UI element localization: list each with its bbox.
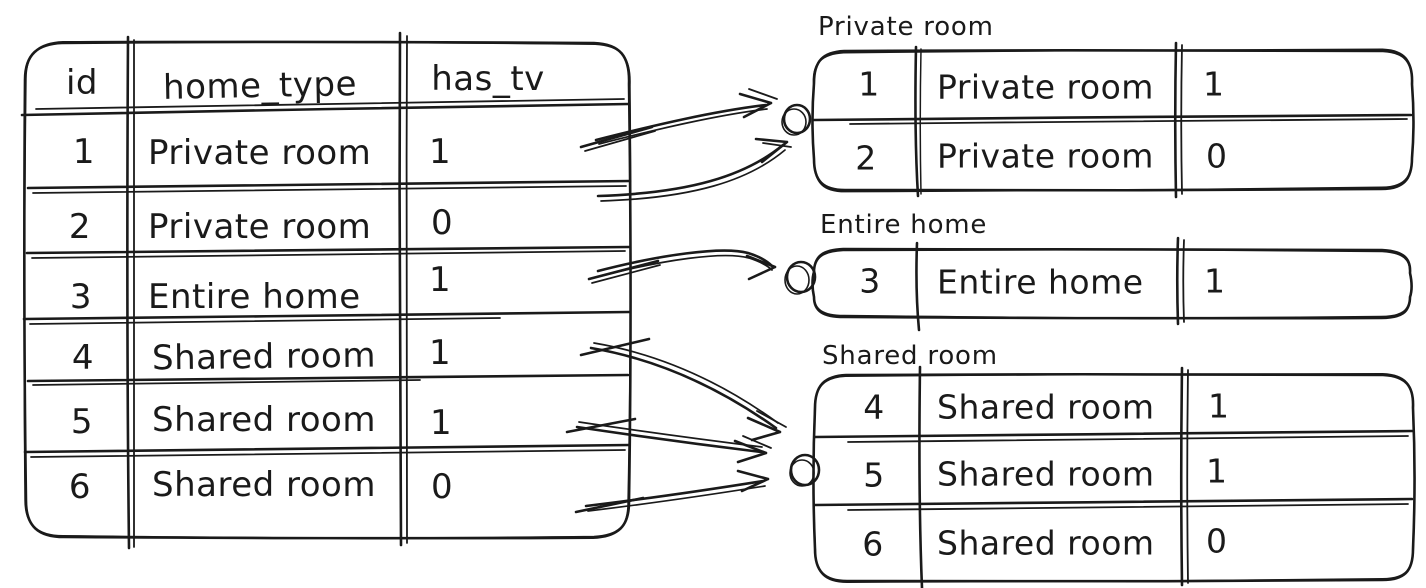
private-group-connector-circle (781, 103, 812, 136)
shared-group-row1-home-type: Shared room (937, 387, 1155, 427)
source-row6-home-type: Shared room (152, 465, 376, 505)
private-group-row1-home-type: Private room (937, 67, 1154, 107)
source-row6-has-tv: 0 (431, 467, 454, 507)
private-group-row1-id: 1 (858, 64, 880, 104)
source-row3-has-tv: 1 (429, 260, 452, 300)
entire-group-row1-has-tv: 1 (1204, 261, 1226, 301)
entire-group-label: Entire home (820, 210, 988, 240)
shared-group-row3-home-type: Shared room (937, 523, 1155, 563)
private-group-row1-has-tv: 1 (1203, 64, 1225, 104)
entire-group-connector-circle (784, 260, 817, 295)
entire-group-table-frame (811, 236, 1413, 332)
shared-group-row1-has-tv: 1 (1208, 386, 1230, 426)
source-row4-id: 4 (71, 338, 95, 378)
arrow-row2-to-private-group (596, 137, 792, 202)
arrow-row3-to-entire-group (587, 249, 777, 284)
source-row5-home-type: Shared room (152, 400, 376, 440)
shared-group-row3-has-tv: 0 (1206, 521, 1228, 561)
private-group-row2-id: 2 (855, 138, 877, 178)
shared-group-label: Shared room (822, 341, 998, 371)
source-col-header-has-tv: has_tv (431, 59, 545, 99)
source-row3-home-type: Entire home (148, 277, 361, 317)
private-group-table-frame (811, 41, 1415, 199)
source-row6-id: 6 (68, 467, 92, 507)
source-row2-has-tv: 0 (431, 203, 454, 243)
source-row1-home-type: Private room (148, 133, 372, 173)
source-row1-has-tv: 1 (429, 132, 452, 172)
shared-group-row2-has-tv: 1 (1206, 451, 1228, 491)
shared-group-table-frame (812, 365, 1416, 588)
arrow-row1-to-private-group (579, 88, 778, 152)
shared-group-row2-id: 5 (863, 455, 885, 495)
arrow-row5-to-shared-group (565, 417, 772, 464)
source-row4-home-type: Shared room (151, 335, 377, 379)
shared-group-row2-home-type: Shared room (937, 454, 1155, 494)
source-row2-home-type: Private room (148, 207, 372, 247)
private-group-row2-has-tv: 0 (1206, 136, 1228, 176)
shared-group-row1-id: 4 (863, 387, 885, 427)
source-row5-id: 5 (70, 402, 94, 442)
source-row2-id: 2 (68, 207, 92, 247)
source-table-frame (23, 40, 632, 540)
entire-group-row1-id: 3 (859, 261, 881, 301)
private-group-label: Private room (818, 12, 994, 42)
arrow-row6-to-shared-group (574, 469, 770, 514)
source-row1-id: 1 (72, 132, 96, 172)
source-col-header-id: id (65, 63, 99, 103)
shared-group-row3-id: 6 (862, 524, 884, 564)
entire-group-row1-home-type: Entire home (937, 262, 1144, 302)
private-group-row2-home-type: Private room (937, 136, 1154, 176)
source-row3-id: 3 (69, 277, 93, 317)
source-col-header-home-type: home_type (162, 64, 358, 108)
source-table-grid (20, 31, 632, 550)
source-row4-has-tv: 1 (429, 333, 452, 373)
source-row5-has-tv: 1 (430, 403, 453, 443)
arrow-row4-to-shared-group (579, 337, 787, 442)
